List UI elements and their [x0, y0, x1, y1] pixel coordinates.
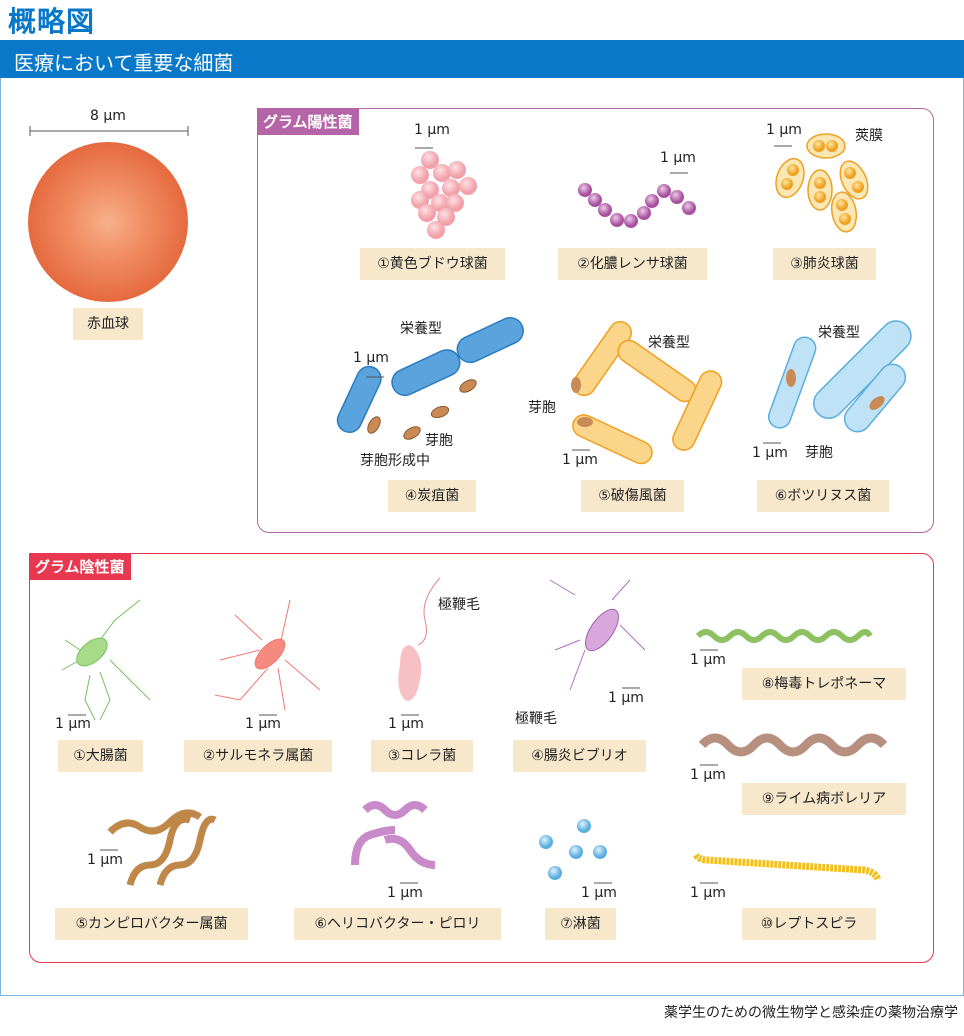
scale-label: 1 μm: [387, 885, 423, 901]
label-gp-5: ⑤破傷風菌: [581, 480, 684, 512]
scale-label: 1 μm: [690, 885, 726, 901]
annotation-polar-flagellum: 極鞭毛: [438, 597, 480, 613]
annotation-vegetative: 栄養型: [400, 321, 442, 337]
annotation-spore: 芽胞: [425, 433, 453, 449]
label-gn-6: ⑥ヘリコバクター・ピロリ: [294, 908, 501, 940]
salmonella: [214, 599, 321, 711]
label-gn-10: ⑩レプトスピラ: [742, 908, 876, 940]
label-gp-4: ④炭疽菌: [388, 480, 476, 512]
annotation-vegetative: 栄養型: [648, 335, 690, 351]
scale-label: 1 μm: [766, 122, 802, 138]
label-gp-1: ①黄色ブドウ球菌: [360, 248, 505, 280]
streptococcus: [578, 183, 696, 228]
annotation-vegetative: 栄養型: [818, 325, 860, 341]
label-gp-2: ②化膿レンサ球菌: [558, 248, 707, 280]
scale-label: 1 μm: [581, 885, 617, 901]
label-rbc: 赤血球: [73, 308, 143, 340]
treponema: [695, 629, 873, 643]
page-title: 概略図: [8, 5, 96, 38]
vibrio-cholerae: [398, 577, 441, 701]
gram-positive-panel: グラム陽性菌: [257, 108, 934, 533]
annotation-capsule: 莢膜: [855, 128, 883, 144]
borrelia: [698, 733, 888, 757]
scale-label: 1 μm: [608, 690, 644, 706]
tetanus-bacilli: [572, 320, 723, 465]
section-header: 医療において重要な細菌: [0, 40, 964, 78]
red-blood-cell: [28, 142, 188, 302]
scale-label: 1 μm: [245, 716, 281, 732]
label-gp-6: ⑥ボツリヌス菌: [757, 480, 889, 512]
annotation-spore: 芽胞: [805, 445, 833, 461]
scale-label: 1 μm: [414, 122, 450, 138]
label-gp-3: ③肺炎球菌: [773, 248, 876, 280]
campylobacter: [107, 809, 217, 886]
scale-bars: [68, 145, 792, 884]
vibrio-parahaemolyticus: [549, 579, 646, 691]
gram-negative-panel: グラム陰性菌: [29, 553, 934, 963]
credit: 薬学生のための微生物学と感染症の薬物治療学: [664, 1005, 958, 1021]
scale-label: 1 μm: [87, 852, 123, 868]
annotation-polar-flagellum: 極鞭毛: [515, 711, 557, 727]
rbc-scale-label: 8 μm: [90, 108, 126, 124]
scale-label: 1 μm: [660, 150, 696, 166]
spores: [367, 379, 477, 440]
label-gn-5: ⑤カンピロバクター属菌: [55, 908, 248, 940]
leptospira: [692, 852, 882, 882]
label-gn-9: ⑨ライム病ボレリア: [742, 783, 906, 815]
label-gn-7: ⑦淋菌: [545, 908, 616, 940]
gram-negative-title: グラム陰性菌: [29, 553, 131, 580]
gram-positive-title: グラム陽性菌: [257, 108, 359, 135]
scale-label: 1 μm: [690, 767, 726, 783]
label-gn-1: ①大腸菌: [58, 740, 143, 772]
scale-label: 1 μm: [353, 350, 389, 366]
annotation-spore: 芽胞: [528, 400, 556, 416]
staphylococcus: [411, 151, 477, 239]
anthrax-bacilli: [336, 317, 524, 433]
label-gn-8: ⑧梅毒トレポネーマ: [742, 668, 906, 700]
scale-label: 1 μm: [388, 716, 424, 732]
label-gn-3: ③コレラ菌: [371, 740, 473, 772]
scale-label: 1 μm: [562, 452, 598, 468]
scale-label: 1 μm: [690, 652, 726, 668]
label-gn-4: ④腸炎ビブリオ: [513, 740, 646, 772]
scale-label: 1 μm: [752, 445, 788, 461]
e-coli: [61, 599, 151, 721]
rbc-scale-bar: [29, 126, 189, 136]
scale-label: 1 μm: [55, 716, 91, 732]
label-gn-2: ②サルモネラ属菌: [184, 740, 332, 772]
h-pylori: [351, 801, 436, 869]
gonococcus: [539, 819, 607, 880]
annotation-sporulating: 芽胞形成中: [360, 453, 430, 469]
